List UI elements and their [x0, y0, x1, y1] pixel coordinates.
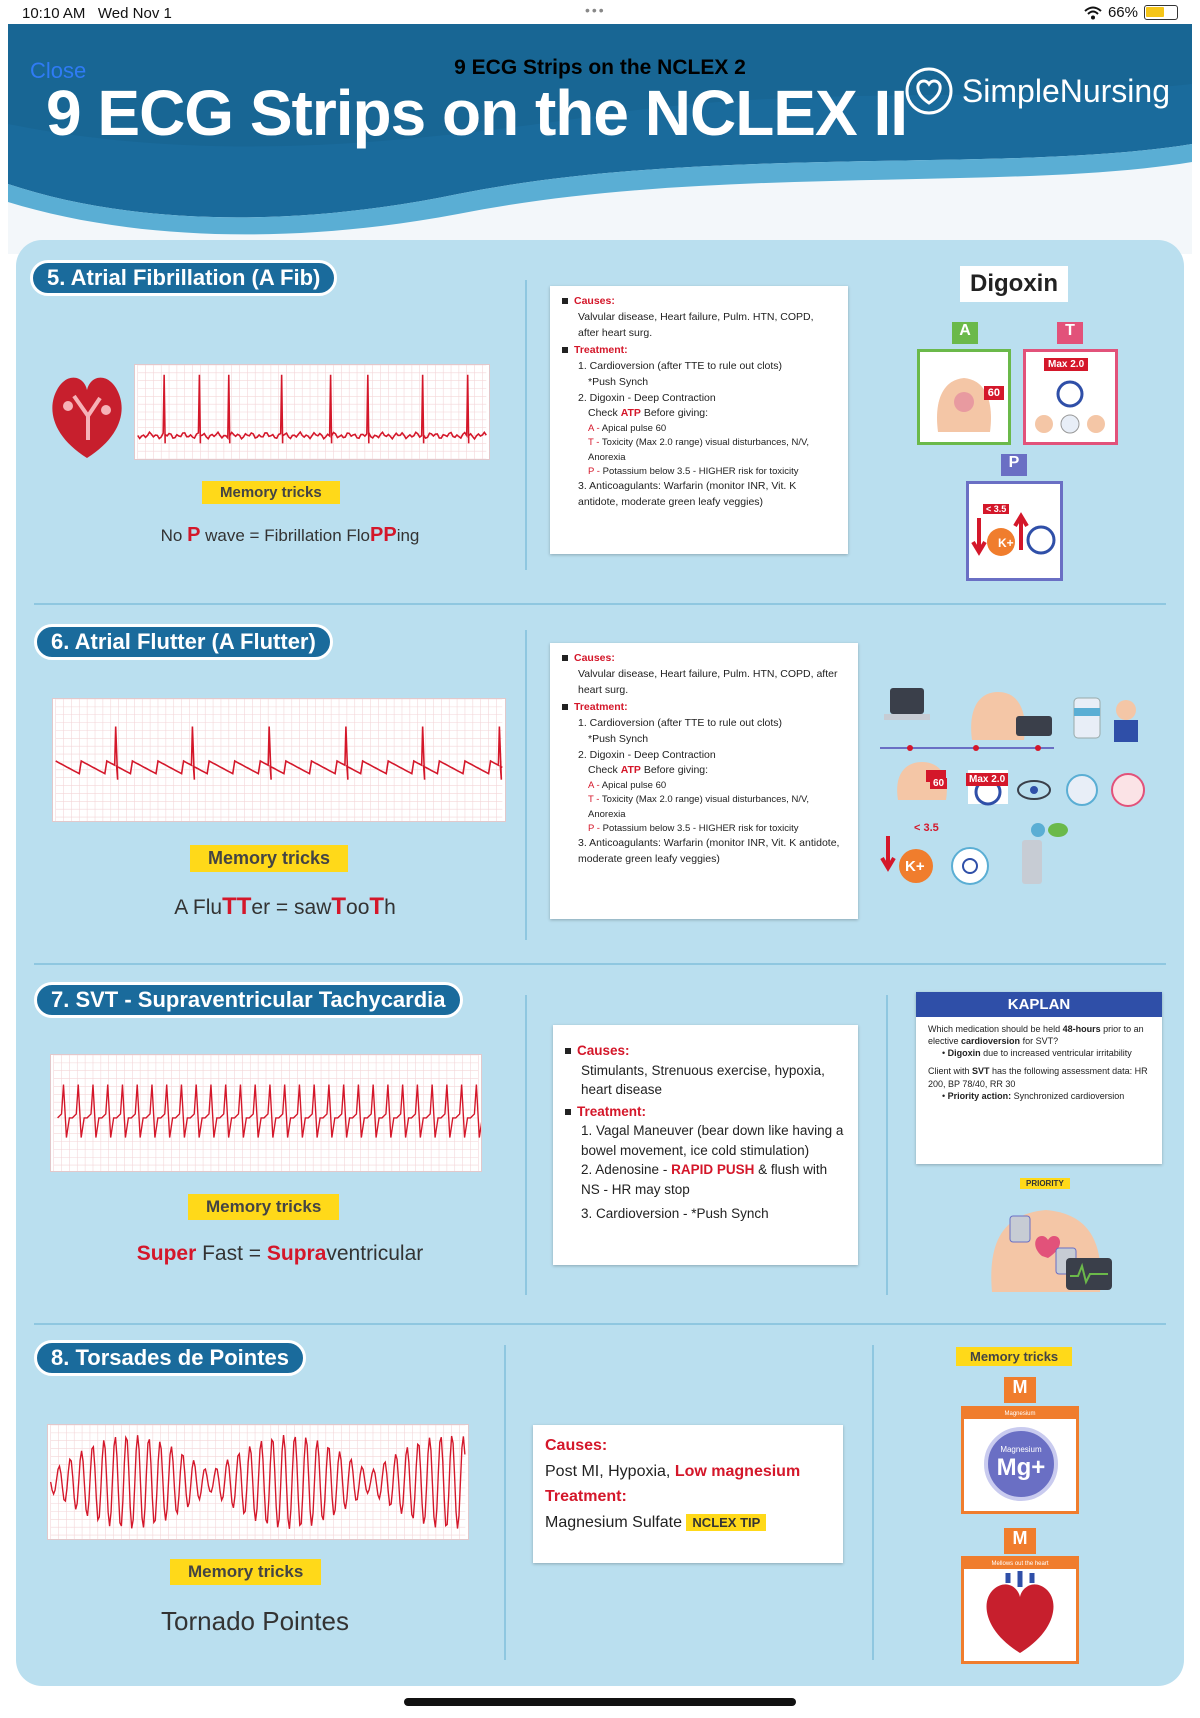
kaplan-body: Which medication should be held 48-hours… [928, 1024, 1148, 1101]
svt-ecg-strip [50, 1054, 482, 1172]
heart-illustration: Mellows out the heart [961, 1556, 1079, 1664]
heart-anatomy-icon [52, 377, 122, 458]
pulse-badge: 60 [983, 386, 1004, 400]
afib-ecg-strip [134, 364, 490, 460]
section-title-afib: 5. Atrial Fibrillation (A Fib) [30, 260, 338, 296]
letter-a-badge: A [952, 322, 978, 344]
heart-caption: Mellows out the heart [964, 1559, 1076, 1569]
kaplan-box: KAPLAN Which medication should be held 4… [916, 992, 1162, 1164]
torsades-info-card: Causes: Post MI, Hypoxia, Low magnesium … [533, 1425, 843, 1563]
multitask-dots-icon[interactable]: ••• [585, 2, 606, 18]
section-title-svt: 7. SVT - Supraventricular Tachycardia [34, 982, 463, 1018]
letter-m-badge: M [1004, 1377, 1036, 1403]
svt-info-card: Causes: Stimulants, Strenuous exercise, … [553, 1025, 858, 1265]
battery-percent: 66% [1107, 4, 1138, 21]
status-right: 66% [1084, 4, 1178, 21]
letter-t-badge: T [1057, 322, 1083, 344]
memory-tricks-label-svt: Memory tricks [188, 1194, 340, 1220]
priority-tag: PRIORITY [1020, 1178, 1070, 1189]
memory-tricks-label-afib: Memory tricks [202, 481, 340, 504]
apical-pulse-illustration: 60 [917, 349, 1011, 445]
memory-tricks-label-torsades-right: Memory tricks [956, 1347, 1073, 1366]
magnesium-caption: Magnesium [964, 1409, 1076, 1419]
column-divider [525, 280, 527, 570]
letter-m-badge-2: M [1004, 1528, 1036, 1554]
section-title-torsades: 8. Torsades de Pointes [34, 1340, 307, 1376]
aflutter-ecg-strip [52, 698, 506, 822]
aflutter-illustrations [880, 688, 1145, 885]
aflutter-pulse-badge: 60 [930, 778, 948, 789]
close-button[interactable]: Close [30, 58, 87, 83]
cardioversion-illustration [991, 1210, 1112, 1292]
potassium-icon [971, 512, 1056, 556]
toxicity-illustration: Max 2.0 [1023, 349, 1118, 445]
letter-p-badge: P [1001, 454, 1027, 476]
aflutter-info-card: Causes: Valvular disease, Heart failure,… [550, 643, 858, 919]
page-title: 9 ECG Strips on the NCLEX II [46, 77, 908, 149]
brand-name: SimpleNursing [961, 72, 1170, 109]
k-label: K+ [998, 536, 1014, 550]
section-divider [34, 603, 1166, 605]
torsades-ecg-strip [47, 1424, 469, 1540]
potassium-illustration: < 3.5 K+ [966, 481, 1063, 581]
brand-logo: SimpleNursing [904, 66, 1170, 116]
kaplan-header: KAPLAN [916, 992, 1162, 1017]
column-divider [872, 1345, 874, 1660]
memory-tricks-label-aflutter: Memory tricks [190, 845, 349, 872]
section-divider [34, 1323, 1166, 1325]
memory-trick-svt: Super Fast = Supraventricular [136, 1242, 424, 1265]
max-badge: Max 2.0 [1044, 358, 1089, 371]
digoxin-label: Digoxin [960, 266, 1068, 302]
column-divider [504, 1345, 506, 1660]
lt35-badge: < 3.5 [983, 504, 1010, 514]
memory-tricks-label-torsades: Memory tricks [170, 1559, 322, 1585]
header-banner: 9 ECG Strips on the NCLEX II 9 ECG Strip… [8, 24, 1192, 254]
status-bar: 10:10 AM Wed Nov 1 ••• 66% [0, 0, 1200, 24]
status-time: 10:10 AM Wed Nov 1 [22, 5, 172, 22]
home-indicator[interactable] [404, 1698, 796, 1706]
column-divider [525, 995, 527, 1295]
nclex-tip-tag: NCLEX TIP [686, 1513, 767, 1531]
aflutter-lt35-label: < 3.5 [914, 822, 939, 834]
section-title-aflutter: 6. Atrial Flutter (A Flutter) [34, 624, 333, 660]
memory-trick-aflutter: A FluTTer = sawTooTh [174, 893, 396, 920]
heart-icon [986, 1571, 1054, 1653]
memory-trick-torsades: Tornado Pointes [161, 1606, 349, 1636]
magnesium-illustration: Magnesium Magnesium Mg+ [961, 1406, 1079, 1514]
wifi-icon [1084, 6, 1102, 19]
virus-icon [1035, 380, 1105, 434]
column-divider [886, 995, 888, 1295]
viewer-title: 9 ECG Strips on the NCLEX 2 [454, 56, 746, 79]
aflutter-k-label: K+ [905, 858, 925, 875]
chest-icon [937, 378, 991, 432]
column-divider [525, 630, 527, 940]
memory-trick-afib: No P wave = Fibrillation FloPPing [160, 524, 420, 546]
heart-logo-icon [905, 67, 953, 115]
header-wave [8, 24, 1192, 235]
section-divider [34, 963, 1166, 965]
afib-info-card: Causes: Valvular disease, Heart failure,… [550, 286, 848, 554]
aflutter-max-badge: Max 2.0 [966, 773, 1009, 786]
mg-circle-icon: Magnesium Mg+ [984, 1427, 1058, 1501]
battery-icon [1144, 5, 1178, 20]
